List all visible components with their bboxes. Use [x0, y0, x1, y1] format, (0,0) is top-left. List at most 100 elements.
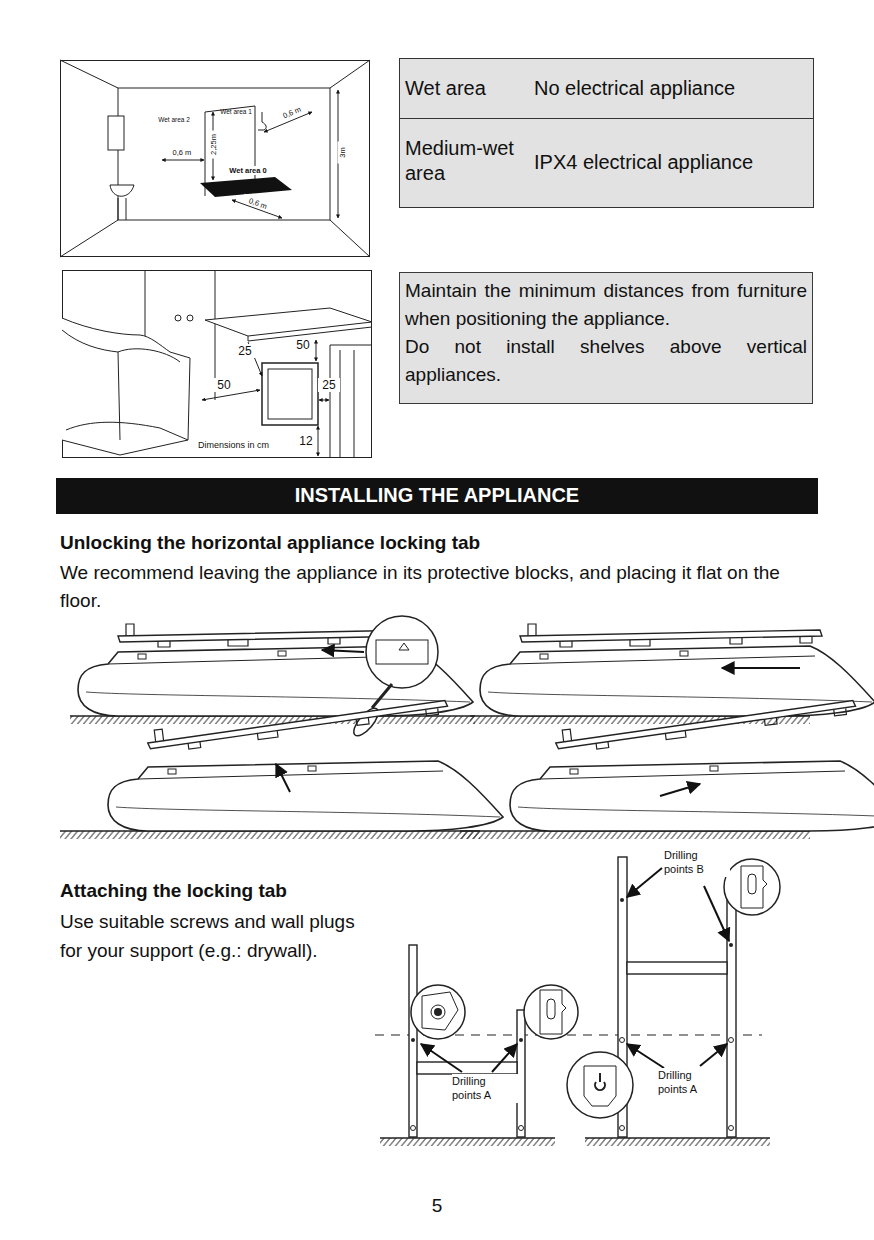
table-cell: IPX4 electrical appliance	[534, 150, 809, 174]
heater-unlock-1	[70, 716, 475, 724]
note-text: Maintain the minimum distances from furn…	[405, 277, 807, 333]
bracket-drawings	[620, 1126, 625, 1131]
bracket-drawings	[375, 857, 780, 1146]
bathroom-figure	[110, 185, 134, 196]
bathroom-figure	[108, 116, 124, 150]
heater-unlock-4	[510, 694, 874, 831]
bathroom-figure	[60, 60, 370, 257]
bracket-drawings	[380, 1138, 555, 1146]
bracket-drawings	[492, 1044, 517, 1072]
heater-unlock-3	[108, 761, 503, 831]
bracket-drawings	[431, 1005, 445, 1019]
bathroom-figure	[61, 61, 370, 257]
bracket-drawings	[380, 1137, 555, 1139]
clearance-figure	[319, 400, 329, 401]
clearance-figure	[268, 369, 312, 419]
bracket-drawings	[585, 1137, 770, 1139]
zone-label: Wet area 0	[226, 166, 270, 175]
bracket-drawings	[519, 1038, 523, 1042]
bracket-drawings	[627, 1044, 664, 1068]
table-cell: No electrical appliance	[534, 76, 809, 100]
bracket-drawings	[417, 1062, 517, 1074]
heater-unlock-2	[722, 667, 800, 669]
bracket-drawings	[567, 1052, 633, 1118]
dimension: 50	[213, 378, 235, 392]
note-box: Maintain the minimum distances from furn…	[399, 272, 813, 404]
callout-label: Drilling points B	[664, 848, 730, 877]
heater-unlock-3	[108, 694, 503, 831]
clearance-figure	[62, 318, 190, 455]
bracket-drawings	[627, 868, 662, 897]
zone-table	[399, 118, 813, 119]
clearance-figure	[175, 315, 181, 321]
bracket-drawings	[700, 1044, 727, 1066]
bathroom-figure	[162, 160, 204, 161]
bracket-drawings	[704, 886, 729, 941]
clearance-figure	[62, 330, 180, 440]
page-number: 5	[426, 1195, 448, 1218]
heater-unlock-1	[372, 684, 392, 708]
bathroom-figure	[60, 60, 370, 257]
bracket-drawings	[729, 1038, 734, 1043]
clearance-figure	[316, 340, 317, 361]
heater-unlock-4	[460, 831, 810, 839]
bracket-drawings	[409, 945, 417, 1137]
clearance-figure	[318, 426, 319, 456]
bracket-drawings	[519, 1126, 524, 1131]
heater-unlock-4	[510, 761, 874, 831]
dimension: 12	[296, 434, 316, 448]
heater-unlock-4	[460, 694, 874, 839]
bracket-drawings	[422, 992, 458, 1030]
subheading: Attaching the locking tab	[60, 880, 360, 903]
bracket-drawings	[729, 1126, 734, 1131]
table-cell: Wet area	[405, 76, 525, 100]
bracket-drawings	[748, 874, 756, 894]
dimension: 3m	[338, 142, 347, 164]
section-title: INSTALLING THE APPLIANCE	[64, 484, 810, 507]
clearance-figure	[62, 270, 372, 458]
dimension: 50	[292, 338, 314, 352]
bracket-drawings	[727, 893, 736, 1137]
heater-unlock-4	[554, 694, 857, 754]
dimension: 25	[234, 344, 256, 358]
bracket-drawings	[421, 1044, 462, 1072]
zone-table	[400, 59, 814, 208]
subheading: Unlocking the horizontal appliance locki…	[60, 532, 820, 555]
clearance-figure	[205, 308, 372, 336]
heater-unlock-4	[660, 784, 700, 796]
heater-unlock-3	[60, 831, 480, 839]
heater-unlock-2	[480, 624, 874, 716]
bracket-drawings	[627, 962, 727, 974]
bracket-drawings	[517, 1010, 525, 1137]
heater-unlock-3	[146, 694, 449, 754]
heater-unlock-1	[70, 616, 475, 740]
clearance-figure	[63, 271, 372, 458]
heater-unlock-1	[366, 616, 438, 688]
callout-label: Drilling points A	[452, 1074, 518, 1103]
bathroom-figure	[118, 198, 126, 220]
bracket-drawings	[524, 985, 578, 1039]
clearance-figure	[330, 345, 372, 458]
bracket-drawings	[584, 1066, 616, 1106]
bracket-drawings	[411, 1126, 416, 1131]
note-text: Do not install shelves above vertical ap…	[405, 333, 807, 389]
heater-unlock-3	[276, 764, 290, 792]
clearance-figure	[66, 422, 188, 440]
heater-unlock-3	[60, 694, 503, 839]
body-text: We recommend leaving the appliance in it…	[60, 559, 820, 614]
heater-unlock-1	[399, 643, 409, 650]
note: Dimensions in cm	[198, 440, 298, 451]
clearance-figure	[187, 315, 193, 321]
bracket-drawings	[620, 1038, 625, 1043]
heater-unlock-2	[520, 624, 822, 647]
bathroom-figure	[118, 88, 330, 220]
callout-label: Drilling points A	[658, 1068, 724, 1097]
bracket-drawings	[434, 1008, 442, 1016]
section-band: INSTALLING THE APPLIANCE	[56, 478, 818, 514]
bracket-drawings	[411, 1038, 415, 1042]
dimension: 25	[318, 378, 340, 392]
table-cell: Medium-wet area	[405, 136, 523, 186]
zone-label: Wet area 2	[158, 116, 190, 123]
bracket-drawings	[595, 1073, 605, 1090]
